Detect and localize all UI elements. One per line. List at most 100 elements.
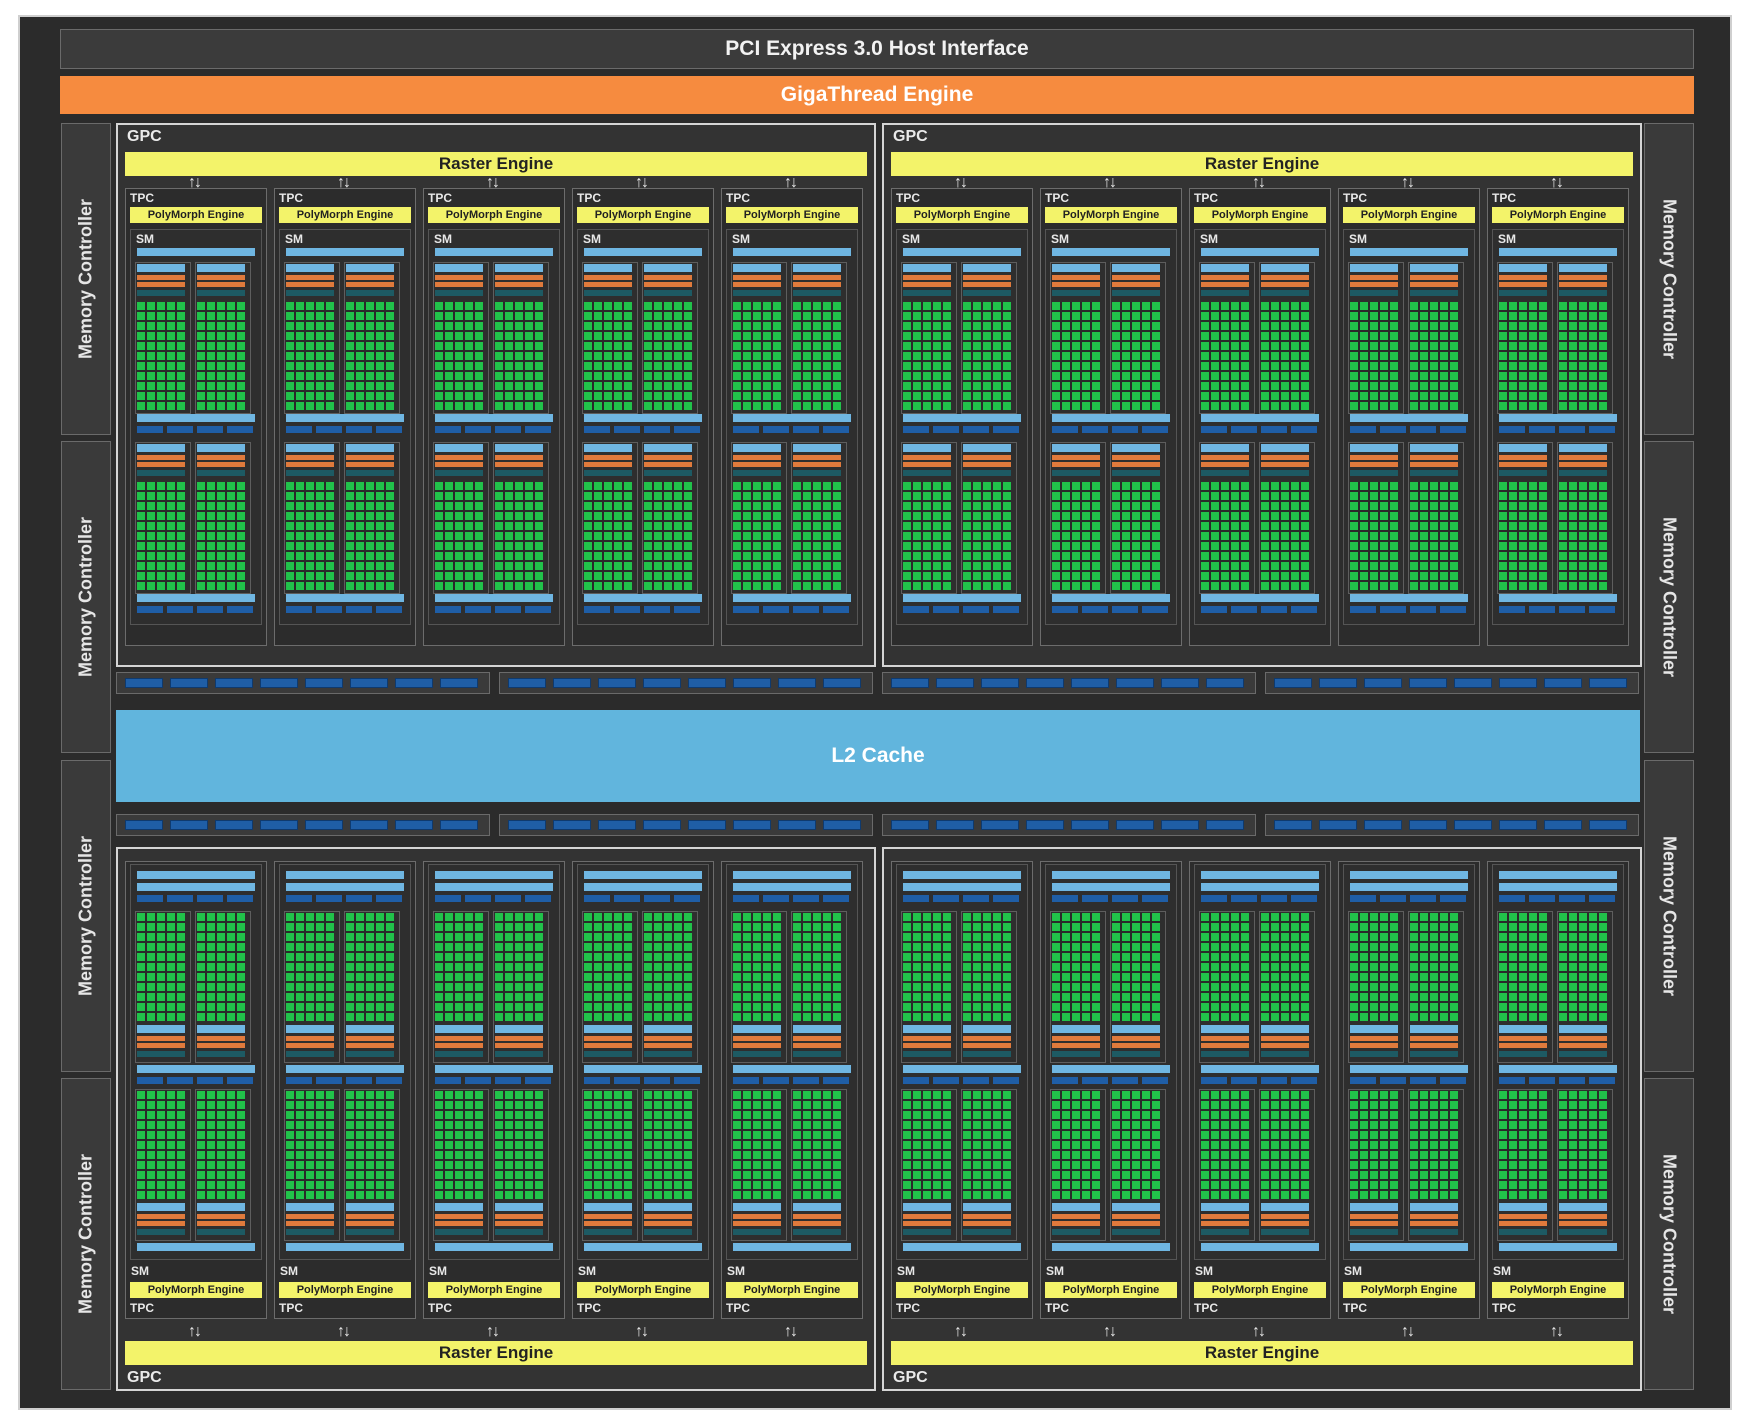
scheduler-unit bbox=[733, 275, 781, 280]
instruction-buffer bbox=[197, 470, 245, 476]
register-file-unit bbox=[1559, 264, 1607, 272]
gpc-label: GPC bbox=[893, 128, 928, 145]
texture-unit bbox=[137, 606, 163, 613]
texture-unit bbox=[903, 426, 929, 433]
dispatch-unit bbox=[1201, 282, 1249, 287]
dispatch-unit bbox=[963, 1221, 1011, 1226]
scheduler-unit bbox=[1261, 455, 1309, 460]
texture-unit bbox=[286, 1077, 312, 1084]
dispatch-unit bbox=[644, 1221, 692, 1226]
memory-controller-label: Memory Controller bbox=[1659, 1153, 1680, 1315]
instruction-buffer bbox=[1052, 290, 1100, 296]
register-file-unit bbox=[1350, 1025, 1398, 1033]
tpc-label: TPC bbox=[1194, 191, 1218, 205]
cuda-core-grid bbox=[644, 482, 692, 590]
register-file-unit bbox=[346, 264, 394, 272]
rop-unit bbox=[1161, 678, 1199, 688]
sm-label: SM bbox=[1200, 232, 1218, 246]
dispatch-unit bbox=[903, 282, 951, 287]
instruction-buffer bbox=[1499, 1051, 1547, 1057]
instruction-buffer bbox=[1410, 1051, 1458, 1057]
instruction-buffer bbox=[137, 1051, 185, 1057]
cuda-core-grid bbox=[1410, 1091, 1458, 1199]
texture-unit bbox=[227, 895, 253, 902]
texture-unit bbox=[1142, 895, 1168, 902]
bidirectional-arrow-icon: ↑↓ bbox=[337, 1323, 351, 1340]
sm-subcore bbox=[791, 262, 847, 414]
cuda-core-grid bbox=[197, 302, 245, 410]
rop-unit bbox=[440, 678, 478, 688]
cuda-core-grid bbox=[1261, 1091, 1309, 1199]
shared-memory-bar bbox=[1350, 414, 1468, 422]
texture-unit bbox=[1499, 426, 1525, 433]
instruction-buffer bbox=[197, 1229, 245, 1235]
bidirectional-arrow-icon: ↑↓ bbox=[954, 1323, 968, 1340]
instruction-cache bbox=[584, 248, 702, 256]
register-file-unit bbox=[435, 1025, 483, 1033]
sm-subcore bbox=[1497, 262, 1553, 414]
sm-subcore bbox=[1408, 1089, 1464, 1241]
instruction-cache bbox=[1052, 871, 1170, 879]
rop-strip bbox=[882, 814, 1256, 836]
sm-subcore bbox=[1408, 911, 1464, 1063]
bidirectional-arrow-icon: ↑↓ bbox=[1550, 1323, 1564, 1340]
sm-subcore bbox=[1348, 262, 1404, 414]
tpc-label: TPC bbox=[1492, 1301, 1516, 1315]
instruction-buffer bbox=[903, 1051, 951, 1057]
dispatch-unit bbox=[197, 282, 245, 287]
instruction-buffer bbox=[1201, 470, 1249, 476]
instruction-buffer bbox=[1559, 1051, 1607, 1057]
dispatch-unit bbox=[346, 1043, 394, 1048]
instruction-cache bbox=[137, 248, 255, 256]
sm-subcore bbox=[1497, 442, 1553, 594]
rop-unit bbox=[1116, 820, 1154, 830]
texture-unit bbox=[733, 895, 759, 902]
sm-label: SM bbox=[1498, 232, 1516, 246]
register-file-unit bbox=[1559, 1203, 1607, 1211]
polymorph-engine: PolyMorph Engine bbox=[1343, 207, 1475, 223]
sm-subcore bbox=[284, 911, 340, 1063]
memory-controller: Memory Controller bbox=[1644, 760, 1694, 1072]
dispatch-unit bbox=[495, 282, 543, 287]
dispatch-unit bbox=[793, 282, 841, 287]
scheduler-unit bbox=[644, 1214, 692, 1219]
register-file-unit bbox=[1261, 444, 1309, 452]
instruction-buffer bbox=[1410, 290, 1458, 296]
scheduler-unit bbox=[1052, 455, 1100, 460]
scheduler-unit bbox=[1261, 1214, 1309, 1219]
dispatch-unit bbox=[584, 462, 632, 467]
scheduler-unit bbox=[584, 455, 632, 460]
sm-subcore bbox=[642, 442, 698, 594]
scheduler-unit bbox=[903, 1036, 951, 1041]
polymorph-engine: PolyMorph Engine bbox=[1492, 1282, 1624, 1298]
instruction-cache bbox=[1350, 871, 1468, 879]
texture-unit bbox=[1112, 606, 1138, 613]
instruction-cache bbox=[903, 248, 1021, 256]
sm-subcore bbox=[731, 911, 787, 1063]
scheduler-unit bbox=[197, 275, 245, 280]
shared-memory-bar bbox=[903, 1243, 1021, 1251]
rop-unit bbox=[1319, 678, 1357, 688]
dispatch-unit bbox=[733, 1221, 781, 1226]
sm-block bbox=[279, 864, 411, 1260]
bidirectional-arrow-icon: ↑↓ bbox=[1401, 1323, 1415, 1340]
polymorph-engine: PolyMorph Engine bbox=[428, 1282, 560, 1298]
sm-label: SM bbox=[578, 1264, 596, 1278]
bidirectional-arrow-icon: ↑↓ bbox=[635, 1323, 649, 1340]
texture-unit bbox=[1052, 426, 1078, 433]
sm-block bbox=[1194, 864, 1326, 1260]
cuda-core-grid bbox=[495, 302, 543, 410]
shared-memory-bar bbox=[435, 414, 553, 422]
rop-unit bbox=[1116, 678, 1154, 688]
instruction-buffer bbox=[644, 1229, 692, 1235]
bidirectional-arrow-icon: ↑↓ bbox=[486, 174, 500, 191]
cuda-core-grid bbox=[733, 913, 781, 1021]
shared-memory-bar bbox=[903, 883, 1021, 891]
scheduler-unit bbox=[1559, 455, 1607, 460]
sm-subcore bbox=[344, 911, 400, 1063]
cuda-core-grid bbox=[1112, 302, 1160, 410]
memory-controller-label: Memory Controller bbox=[1659, 835, 1680, 997]
